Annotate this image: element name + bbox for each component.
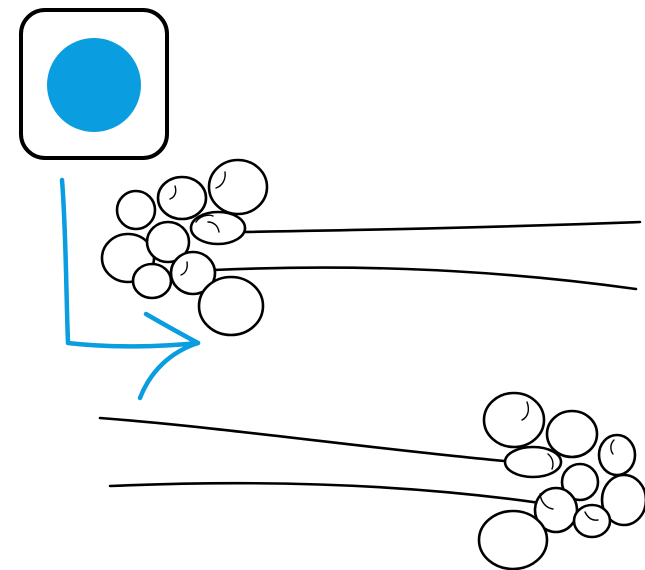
lower-highlight <box>547 453 554 470</box>
lower-sphere <box>503 445 563 479</box>
blue-dot-icon <box>47 38 141 132</box>
arrow-head <box>137 311 201 401</box>
upper-sphere <box>115 189 157 231</box>
upper-sphere <box>156 175 208 221</box>
lower-axon-top <box>98 416 517 464</box>
upper-sphere <box>169 250 217 296</box>
lower-cluster <box>98 391 645 570</box>
lower-highlight <box>584 511 599 521</box>
upper-highlight <box>180 261 188 276</box>
upper-sphere <box>145 220 191 264</box>
upper-highlight <box>195 214 214 223</box>
upper-axon-top <box>241 220 642 234</box>
lower-highlight <box>610 439 615 455</box>
upper-highlight <box>207 221 220 233</box>
lower-sphere <box>597 433 637 477</box>
arrow-shaft <box>59 177 201 349</box>
lower-sphere <box>560 462 600 502</box>
upper-highlight <box>215 171 226 189</box>
lower-sphere <box>600 473 645 527</box>
lower-sphere <box>477 509 549 570</box>
lower-sphere <box>533 486 579 534</box>
upper-highlight <box>169 185 177 200</box>
lower-sphere <box>545 409 599 459</box>
upper-axon-bottom <box>211 266 638 291</box>
upper-sphere <box>207 158 269 216</box>
upper-sphere <box>197 275 265 337</box>
lower-axon-bottom <box>108 481 542 505</box>
lower-highlight <box>521 401 530 421</box>
upper-sphere <box>131 262 173 300</box>
lower-sphere <box>482 391 546 449</box>
upper-cluster <box>100 158 642 337</box>
curved-arrow-icon <box>59 177 201 401</box>
lower-sphere <box>572 503 612 539</box>
indicator-box <box>19 8 169 160</box>
lower-highlight <box>539 493 554 510</box>
